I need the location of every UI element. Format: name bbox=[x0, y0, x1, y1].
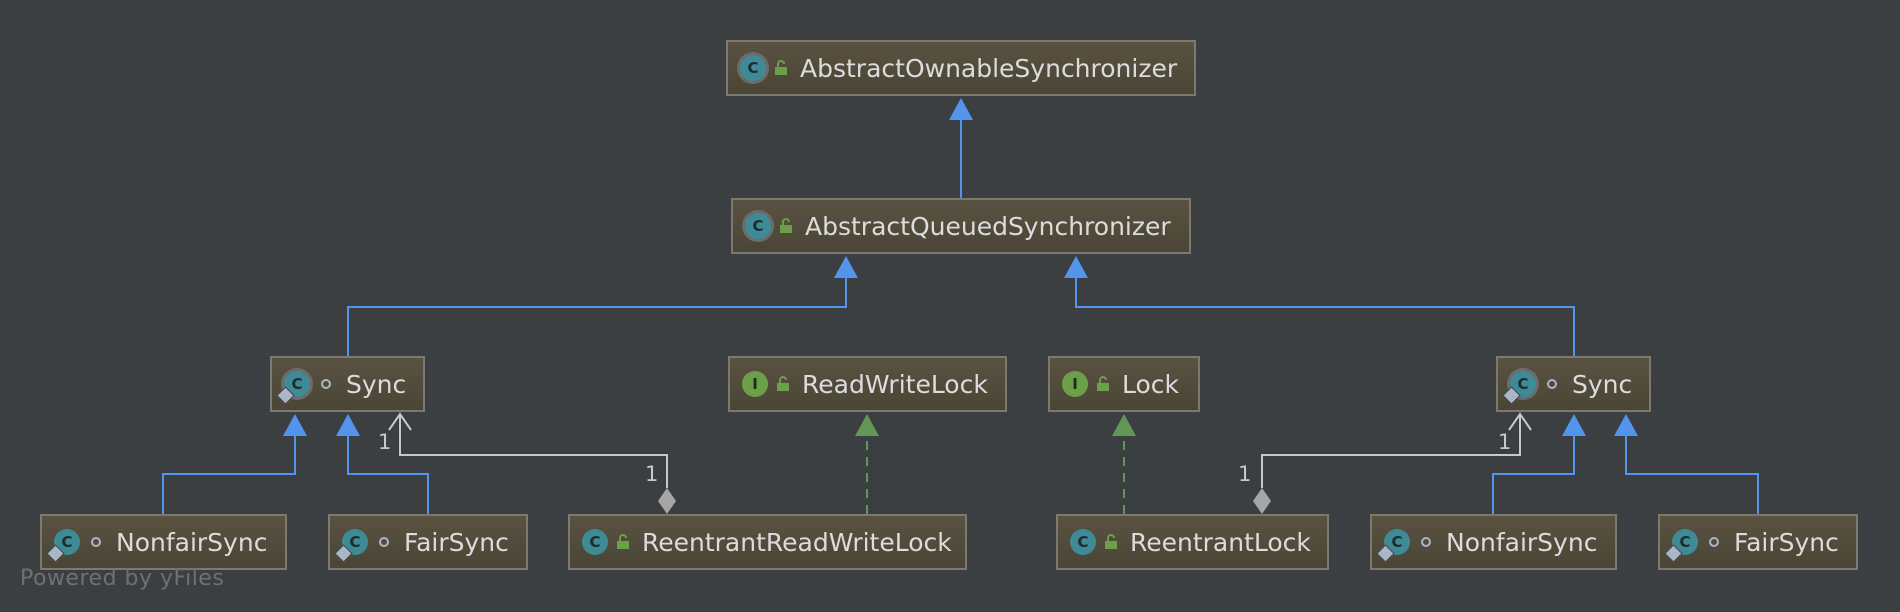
node-abstract-queued-synchronizer[interactable]: C AbstractQueuedSynchronizer bbox=[731, 198, 1191, 254]
node-label: NonfairSync bbox=[116, 527, 268, 557]
multiplicity-sync-right: 1 bbox=[1498, 430, 1512, 454]
multiplicity-sync-left: 1 bbox=[378, 430, 392, 454]
class-icon: C bbox=[582, 529, 608, 555]
nested-abstract-class-icon: C bbox=[1502, 371, 1536, 405]
interface-icon: I bbox=[1062, 371, 1088, 397]
inheritance-arrowhead bbox=[1064, 256, 1088, 278]
node-label: FairSync bbox=[1734, 527, 1839, 557]
node-lock[interactable]: I Lock bbox=[1048, 356, 1200, 412]
inheritance-arrowhead bbox=[1562, 414, 1586, 436]
node-fair-sync-right[interactable]: C FairSync bbox=[1658, 514, 1858, 570]
nested-class-icon: C bbox=[46, 529, 80, 563]
public-visibility-icon bbox=[616, 534, 630, 550]
node-label: Sync bbox=[346, 369, 407, 399]
package-visibility-icon bbox=[1544, 376, 1560, 392]
edge-extends-fair-left bbox=[347, 436, 429, 514]
node-fair-sync-left[interactable]: C FairSync bbox=[328, 514, 528, 570]
composition-diamond bbox=[658, 488, 676, 514]
edge-extends-nonfair-left bbox=[162, 436, 296, 514]
node-abstract-ownable-synchronizer[interactable]: C AbstractOwnableSynchronizer bbox=[726, 40, 1196, 96]
edge-extends-nonfair-right bbox=[1492, 436, 1575, 514]
interface-icon: I bbox=[742, 371, 768, 397]
navigable-arrowhead bbox=[1508, 412, 1532, 431]
node-sync-right[interactable]: C Sync bbox=[1496, 356, 1651, 412]
node-label: FairSync bbox=[404, 527, 509, 557]
edge-extends-sync-left-aqs bbox=[347, 278, 847, 356]
realization-arrowhead bbox=[1112, 414, 1136, 436]
node-sync-left[interactable]: C Sync bbox=[270, 356, 425, 412]
node-label: Lock bbox=[1122, 369, 1180, 399]
abstract-class-icon: C bbox=[745, 213, 771, 239]
public-visibility-icon bbox=[776, 376, 790, 392]
nested-abstract-class-icon: C bbox=[276, 371, 310, 405]
package-visibility-icon bbox=[1706, 534, 1722, 550]
node-read-write-lock[interactable]: I ReadWriteLock bbox=[728, 356, 1007, 412]
node-label: ReentrantLock bbox=[1130, 527, 1311, 557]
node-reentrant-read-write-lock[interactable]: C ReentrantReadWriteLock bbox=[568, 514, 967, 570]
edge-extends-fair-right bbox=[1625, 436, 1759, 514]
realization-arrowhead bbox=[855, 414, 879, 436]
node-nonfair-sync-right[interactable]: C NonfairSync bbox=[1370, 514, 1617, 570]
inheritance-arrowhead bbox=[283, 414, 307, 436]
watermark: Powered by yFiles bbox=[20, 566, 225, 591]
package-visibility-icon bbox=[376, 534, 392, 550]
public-visibility-icon bbox=[774, 60, 788, 76]
edge-composition-rl-sync bbox=[1261, 414, 1521, 488]
package-visibility-icon bbox=[1418, 534, 1434, 550]
node-reentrant-lock[interactable]: C ReentrantLock bbox=[1056, 514, 1329, 570]
abstract-class-icon: C bbox=[740, 55, 766, 81]
package-visibility-icon bbox=[88, 534, 104, 550]
node-label: Sync bbox=[1572, 369, 1633, 399]
public-visibility-icon bbox=[1096, 376, 1110, 392]
class-icon: C bbox=[1070, 529, 1096, 555]
multiplicity-rrwl: 1 bbox=[645, 462, 659, 486]
node-label: ReadWriteLock bbox=[802, 369, 988, 399]
inheritance-arrowhead bbox=[949, 98, 973, 120]
node-label: NonfairSync bbox=[1446, 527, 1598, 557]
edge-extends-sync-right-aqs bbox=[1075, 278, 1575, 356]
package-visibility-icon bbox=[318, 376, 334, 392]
multiplicity-rl: 1 bbox=[1238, 462, 1252, 486]
navigable-arrowhead bbox=[388, 412, 412, 431]
inheritance-arrowhead bbox=[1614, 414, 1638, 436]
nested-class-icon: C bbox=[1664, 529, 1698, 563]
public-visibility-icon bbox=[1104, 534, 1118, 550]
node-label: ReentrantReadWriteLock bbox=[642, 527, 952, 557]
node-label: AbstractOwnableSynchronizer bbox=[800, 53, 1178, 83]
inheritance-arrowhead bbox=[834, 256, 858, 278]
inheritance-arrowhead bbox=[336, 414, 360, 436]
node-label: AbstractQueuedSynchronizer bbox=[805, 211, 1171, 241]
composition-diamond bbox=[1253, 488, 1271, 514]
nested-class-icon: C bbox=[1376, 529, 1410, 563]
edge-composition-rrwl-sync bbox=[399, 414, 668, 488]
node-nonfair-sync-left[interactable]: C NonfairSync bbox=[40, 514, 287, 570]
nested-class-icon: C bbox=[334, 529, 368, 563]
public-visibility-icon bbox=[779, 218, 793, 234]
